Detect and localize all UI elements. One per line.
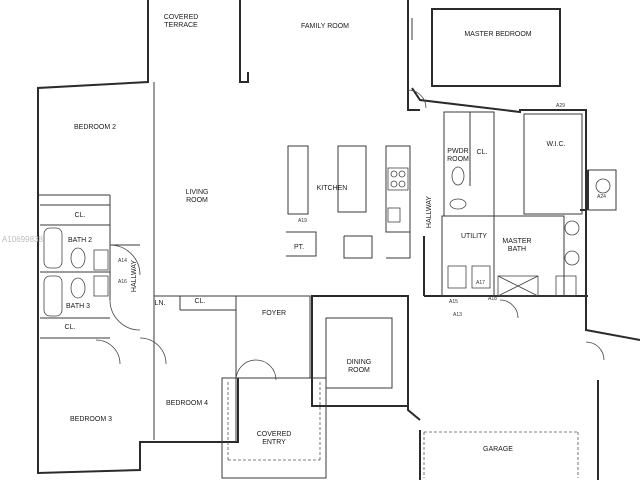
label-garage: GARAGE — [483, 446, 513, 453]
mls-watermark: A10699838 — [2, 235, 43, 244]
label-bedroom-4: BEDROOM 4 — [166, 400, 208, 407]
label-hallway-left: HALLWAY — [131, 260, 138, 292]
label-closet: CL. — [477, 149, 488, 156]
label-bath-2: BATH 2 — [68, 237, 92, 244]
tag-a14: A14 — [118, 258, 127, 264]
label-kitchen: KITCHEN — [317, 185, 348, 192]
room-labels: COVERED TERRACE FAMILY ROOM MASTER BEDRO… — [65, 14, 566, 453]
label-bath-3: BATH 3 — [66, 303, 90, 310]
tag-a15: A15 — [449, 299, 458, 305]
label-closet-bedroom-3: CL. — [65, 324, 76, 331]
label-closet-bedroom-4: CL. — [195, 298, 206, 305]
tag-a16: A16 — [118, 279, 127, 285]
fixtures — [43, 18, 611, 478]
tag-a29: A29 — [556, 103, 565, 109]
label-living-2: ROOM — [186, 197, 208, 204]
tag-a19: A19 — [298, 218, 307, 224]
label-family-room: FAMILY ROOM — [301, 23, 349, 30]
tag-a13: A13 — [453, 312, 462, 318]
label-covered-terrace-2: TERRACE — [164, 22, 198, 29]
label-hallway-right: HALLWAY — [426, 196, 433, 228]
label-master-bedroom: MASTER BEDROOM — [464, 31, 531, 38]
label-pantry: PT. — [294, 244, 304, 251]
label-pwdr-2: ROOM — [447, 156, 469, 163]
label-foyer: FOYER — [262, 310, 286, 317]
label-master-bath-2: BATH — [508, 246, 526, 253]
label-covered-terrace-1: COVERED — [164, 14, 199, 21]
door-swings — [95, 89, 605, 381]
tag-a18: A18 — [488, 296, 497, 302]
tag-a17: A17 — [476, 280, 485, 286]
label-living-1: LIVING — [186, 189, 209, 196]
label-master-bath-1: MASTER — [502, 238, 531, 245]
label-linen: LN. — [155, 300, 166, 307]
label-closet-bedroom-2: CL. — [75, 212, 86, 219]
label-utility: UTILITY — [461, 233, 487, 240]
label-pwdr-1: PWDR — [447, 148, 468, 155]
tag-a24: A24 — [597, 194, 606, 200]
label-wic: W.I.C. — [546, 141, 565, 148]
exterior-walls — [37, 0, 640, 480]
label-dining-1: DINING — [347, 359, 372, 366]
fixture-tags: A19 A15 A14 A13 A16 A17 A18 A24 A29 — [118, 103, 606, 318]
label-covered-entry-2: ENTRY — [262, 439, 286, 446]
label-dining-2: ROOM — [348, 367, 370, 374]
label-bedroom-2: BEDROOM 2 — [74, 124, 116, 131]
label-bedroom-3: BEDROOM 3 — [70, 416, 112, 423]
label-covered-entry-1: COVERED — [257, 431, 292, 438]
